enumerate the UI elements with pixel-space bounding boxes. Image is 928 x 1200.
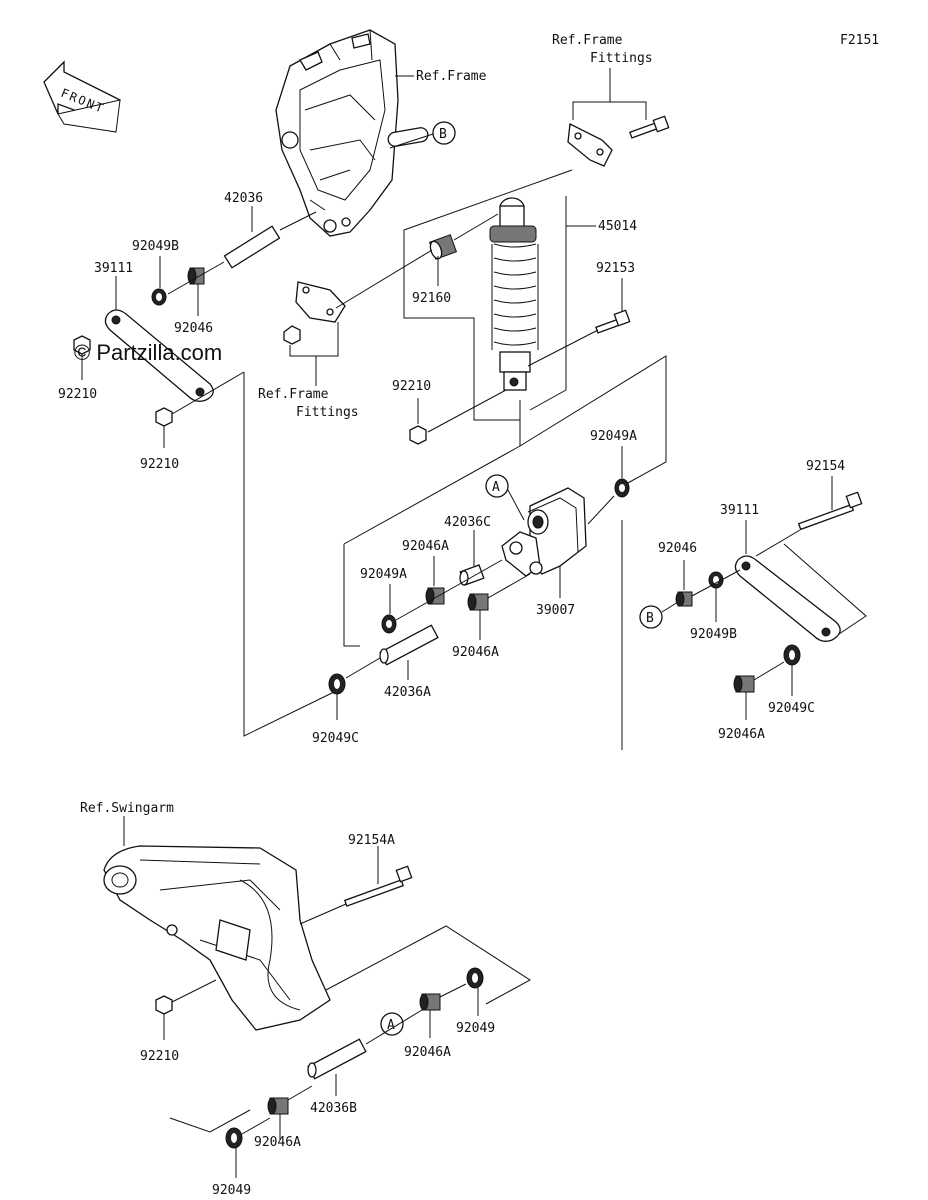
seal-92049a-left [381, 614, 397, 634]
tie-rod-39111-left [104, 309, 214, 402]
ref-frame-fittings-top-line2: Fittings [590, 51, 653, 66]
callout-b-top-text: B [439, 127, 447, 142]
frame-illustration [275, 29, 429, 237]
bushing-92046a-bottom-left [267, 1097, 289, 1115]
callout-a-bottom-text: A [387, 1018, 395, 1033]
bushing-92046-right [675, 591, 693, 607]
label-92210-lower-left: 92210 [140, 457, 179, 472]
diagram-id: F2151 [840, 33, 879, 48]
seal-92049-bottom-right [466, 967, 484, 989]
ref-frame-fittings-left-line1: Ref.Frame [258, 387, 329, 402]
nut-92210-left [73, 335, 91, 355]
label-92049c-left: 92049C [312, 731, 359, 746]
label-92049c-right: 92049C [768, 701, 815, 716]
callout-b-right-text: B [646, 611, 654, 626]
bushing-92160 [428, 234, 458, 260]
swingarm-illustration [103, 845, 331, 1031]
label-92153: 92153 [596, 261, 635, 276]
label-92210-mid: 92210 [392, 379, 431, 394]
seal-92049a-right [614, 478, 630, 498]
watermark: © Partzilla.com [74, 340, 222, 365]
pipe-42036a [379, 624, 439, 666]
callout-b-top [432, 121, 456, 145]
tie-rod-39111-right [734, 555, 841, 642]
nut-92210-bottom [155, 995, 173, 1015]
label-92210-left: 92210 [58, 387, 97, 402]
bolt-top-fitting [629, 115, 670, 139]
callout-a-mid [485, 474, 509, 498]
label-92049-bottom-left: 92049 [212, 1183, 251, 1198]
label-39111-left: 39111 [94, 261, 133, 276]
label-92049b-left: 92049B [132, 239, 179, 254]
bushing-92046a-bottom-right [419, 993, 441, 1011]
label-92046a-bottom-left: 92046A [254, 1135, 301, 1150]
label-92046a-mid: 92046A [402, 539, 449, 554]
label-92154a: 92154A [348, 833, 395, 848]
ref-frame-label: Ref.Frame [416, 69, 487, 84]
ref-swingarm-label: Ref.Swingarm [80, 801, 174, 816]
pipe-42036 [223, 225, 281, 269]
label-92160: 92160 [412, 291, 451, 306]
ref-frame-fittings-top-line1: Ref.Frame [552, 33, 623, 48]
label-42036c: 42036C [444, 515, 491, 530]
callout-b-right [639, 605, 663, 629]
label-92049a-left: 92049A [360, 567, 407, 582]
nut-left-fitting [283, 325, 301, 345]
shock-absorber-illustration [489, 197, 539, 391]
ref-frame-fittings-left-line2: Fittings [296, 405, 359, 420]
frame-fitting-bracket-top [567, 123, 613, 167]
seal-92049c-right [783, 644, 801, 666]
bushing-92046a-lower [467, 593, 489, 611]
label-92210-bottom: 92210 [140, 1049, 179, 1064]
label-92049-bottom-right: 92049 [456, 1021, 495, 1036]
front-arrow-icon: FRONT [43, 60, 121, 133]
label-39007: 39007 [536, 603, 575, 618]
nut-92210-lower-left [155, 407, 173, 427]
label-92046-right: 92046 [658, 541, 697, 556]
label-92046a-right: 92046A [718, 727, 765, 742]
label-45014: 45014 [598, 219, 637, 234]
label-92154: 92154 [806, 459, 845, 474]
label-42036a: 42036A [384, 685, 431, 700]
callout-a-mid-text: A [492, 480, 500, 495]
nut-92210-mid [409, 425, 427, 445]
label-42036b: 42036B [310, 1101, 357, 1116]
seal-92049c-left [328, 673, 346, 695]
pipe-42036b [307, 1038, 367, 1080]
frame-fitting-bracket-left [295, 281, 346, 323]
label-92049a-right: 92049A [590, 429, 637, 444]
seal-92049b-left [151, 288, 167, 306]
label-92046a-bottom-right: 92046A [404, 1045, 451, 1060]
label-92046-left: 92046 [174, 321, 213, 336]
bolt-92153 [595, 309, 631, 334]
label-92049b-right: 92049B [690, 627, 737, 642]
seal-92049-bottom-left [225, 1127, 243, 1149]
label-92046a-lower: 92046A [452, 645, 499, 660]
bushing-92046a-right [733, 675, 755, 693]
callout-a-bottom [380, 1012, 404, 1036]
bracket-39007 [501, 487, 587, 577]
label-39111-right: 39111 [720, 503, 759, 518]
label-42036: 42036 [224, 191, 263, 206]
bolt-92154 [797, 491, 863, 531]
bolt-92154a [343, 865, 413, 907]
